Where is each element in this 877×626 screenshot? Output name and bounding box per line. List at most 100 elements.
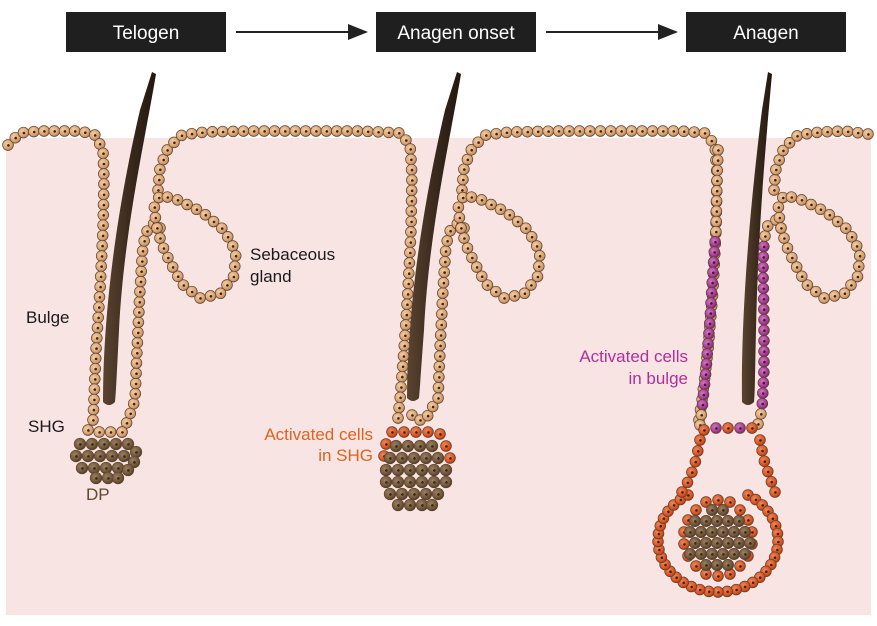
cell-nucleus xyxy=(415,431,418,434)
cell-nucleus xyxy=(162,159,165,162)
cell-nucleus xyxy=(801,199,804,202)
cell-nucleus xyxy=(243,130,246,133)
cell-nucleus xyxy=(763,308,766,311)
cell-nucleus xyxy=(733,553,736,556)
cell-nucleus xyxy=(173,142,176,145)
cell-nucleus xyxy=(183,284,186,287)
cell-nucleus xyxy=(829,214,832,217)
cell-nucleus xyxy=(409,262,412,265)
cell-nucleus xyxy=(406,314,409,317)
label-activated-shg-2: in SHG xyxy=(318,446,373,465)
cell-nucleus xyxy=(103,173,106,176)
cell-nucleus xyxy=(751,427,754,430)
cell-nucleus xyxy=(525,227,528,230)
cell-nucleus xyxy=(716,190,719,193)
cell-nucleus xyxy=(856,245,859,248)
cell-nucleus xyxy=(139,301,142,304)
cell-nucleus xyxy=(421,469,424,472)
cell-nucleus xyxy=(694,542,697,545)
cell-nucleus xyxy=(135,372,138,375)
cell-nucleus xyxy=(765,570,768,573)
cell-nucleus xyxy=(691,471,694,474)
cell-nucleus xyxy=(514,295,517,298)
cell-nucleus xyxy=(98,431,101,434)
cell-nucleus xyxy=(443,271,446,274)
cell-nucleus xyxy=(159,237,162,240)
cell-nucleus xyxy=(847,131,850,134)
cell-nucleus xyxy=(807,284,810,287)
cell-nucleus xyxy=(438,376,441,379)
cell-nucleus xyxy=(716,542,719,545)
cell-nucleus xyxy=(437,397,440,400)
cell-nucleus xyxy=(782,150,785,153)
cell-nucleus xyxy=(274,130,277,133)
cell-nucleus xyxy=(695,509,698,512)
cell-nucleus xyxy=(97,327,100,330)
cell-nucleus xyxy=(700,531,703,534)
cell-nucleus xyxy=(517,221,520,224)
cell-nucleus xyxy=(397,481,400,484)
cell-nucleus xyxy=(201,132,204,135)
cell-nucleus xyxy=(729,573,732,576)
cell-nucleus xyxy=(763,256,766,259)
cell-nucleus xyxy=(717,591,720,594)
cell-nucleus xyxy=(96,337,99,340)
cell-nucleus xyxy=(142,250,145,253)
cell-nucleus xyxy=(763,298,766,301)
cell-nucleus xyxy=(377,131,380,134)
cell-nucleus xyxy=(421,504,424,507)
cell-nucleus xyxy=(711,292,714,295)
cell-nucleus xyxy=(404,335,407,338)
cell-nucleus xyxy=(110,431,113,434)
cell-nucleus xyxy=(791,257,794,260)
cell-nucleus xyxy=(232,131,235,134)
cell-nucleus xyxy=(136,352,139,355)
cell-nucleus xyxy=(336,130,339,133)
cell-nucleus xyxy=(425,457,428,460)
cell-nucleus xyxy=(459,217,462,220)
cell-nucleus xyxy=(708,591,711,594)
cell-nucleus xyxy=(715,221,718,224)
cell-nucleus xyxy=(166,149,169,152)
label-shg: SHG xyxy=(28,417,65,436)
cell-nucleus xyxy=(845,227,848,230)
cell-nucleus xyxy=(232,245,235,248)
cell-nucleus xyxy=(397,504,400,507)
cell-nucleus xyxy=(398,407,401,410)
cell-nucleus xyxy=(401,493,404,496)
cell-nucleus xyxy=(139,291,142,294)
cell-nucleus xyxy=(717,159,720,162)
cell-nucleus xyxy=(481,275,484,278)
cell-nucleus xyxy=(823,297,826,300)
cell-nucleus xyxy=(755,499,758,502)
cell-nucleus xyxy=(764,460,767,463)
cell-nucleus xyxy=(134,393,137,396)
cell-nucleus xyxy=(763,382,766,385)
cell-nucleus xyxy=(463,237,466,240)
cell-nucleus xyxy=(408,272,411,275)
cell-nucleus xyxy=(403,355,406,358)
cell-nucleus xyxy=(717,575,720,578)
cell-nucleus xyxy=(210,295,213,298)
cell-nucleus xyxy=(140,281,143,284)
cell-nucleus xyxy=(403,345,406,348)
cell-nucleus xyxy=(411,414,414,417)
cell-nucleus xyxy=(95,477,98,480)
cell-nucleus xyxy=(837,221,840,224)
cell-nucleus xyxy=(537,131,540,134)
cell-nucleus xyxy=(689,531,692,534)
cell-nucleus xyxy=(620,130,623,133)
cell-nucleus xyxy=(98,306,101,309)
cell-nucleus xyxy=(806,133,809,136)
cell-nucleus xyxy=(99,455,102,458)
cell-nucleus xyxy=(75,455,78,458)
cell-nucleus xyxy=(767,471,770,474)
cell-nucleus xyxy=(727,564,730,567)
cell-nucleus xyxy=(84,131,87,134)
cell-nucleus xyxy=(767,510,770,513)
cell-nucleus xyxy=(409,148,412,151)
cell-nucleus xyxy=(389,457,392,460)
cell-nucleus xyxy=(739,509,742,512)
cell-nucleus xyxy=(774,179,777,182)
cell-nucleus xyxy=(115,443,118,446)
